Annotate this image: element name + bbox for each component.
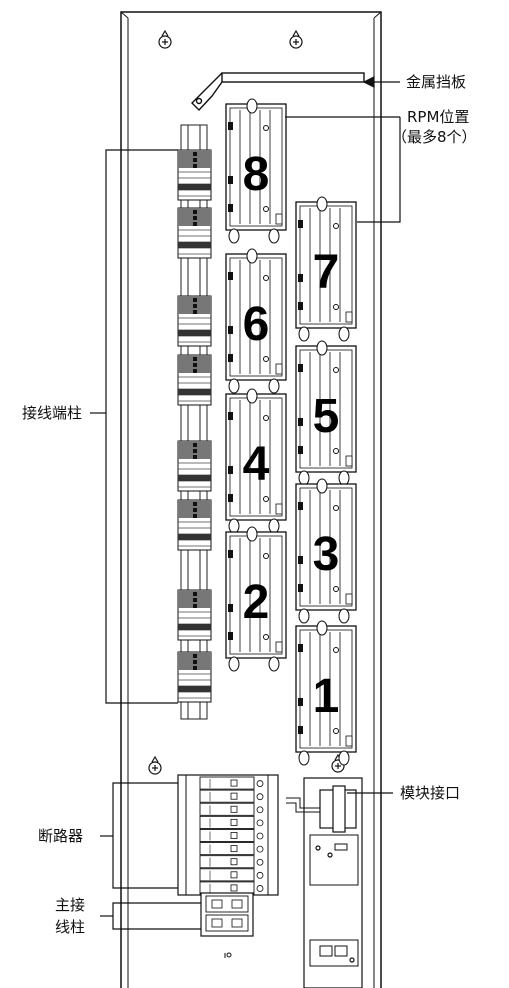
breaker	[199, 855, 264, 869]
main-terminal	[205, 914, 249, 932]
rpm-position-label: RPM位置	[407, 108, 470, 126]
metal-baffle-label: 金属挡板	[406, 73, 467, 91]
main-terminals-label-line1: 主接	[55, 896, 86, 914]
main-terminals-label-line2: 线柱	[55, 918, 86, 936]
rpm-module-number: 1	[313, 670, 340, 723]
module-interface	[286, 777, 363, 988]
rpm-module-number: 4	[243, 438, 270, 491]
terminal-block-group	[177, 651, 212, 703]
callout-lines	[90, 76, 401, 930]
rpm-module-4: 4	[225, 388, 287, 534]
breaker	[199, 881, 264, 895]
mounting-hole	[158, 29, 172, 49]
main-terminals	[200, 892, 254, 937]
terminal-block-group	[177, 440, 212, 492]
rpm-module-2: 2	[225, 526, 287, 672]
breakers-label: 断路器	[38, 827, 84, 845]
rpm-module-5: 5	[295, 340, 357, 486]
rpm-module-6: 6	[225, 248, 287, 394]
rpm-module-number: 6	[243, 298, 270, 351]
breaker	[199, 842, 264, 856]
breaker	[199, 828, 264, 843]
breaker-panel	[177, 774, 279, 896]
rpm-module-number: 8	[243, 148, 270, 201]
enclosure	[120, 11, 382, 988]
rpm-module-number: 7	[313, 246, 340, 299]
ground-symbol	[224, 952, 232, 958]
breaker	[199, 868, 264, 882]
terminal-block-group	[177, 295, 212, 347]
terminal-block-group	[177, 589, 212, 641]
metal-baffle	[191, 72, 365, 112]
mounting-hole	[289, 29, 303, 49]
mounting-hole	[331, 753, 345, 773]
terminal-posts-label: 接线端柱	[22, 404, 83, 422]
rpm-module-3: 3	[295, 478, 357, 624]
rpm-module-7: 7	[295, 196, 357, 342]
breaker	[199, 789, 264, 803]
breaker	[199, 815, 264, 829]
terminal-block-group	[177, 149, 212, 201]
rpm-module-number: 5	[313, 390, 340, 443]
mounting-hole	[148, 755, 162, 775]
rpm-module-1: 1	[295, 620, 357, 766]
rpm-module-number: 3	[313, 528, 340, 581]
module-interface-label: 模块接口	[400, 784, 461, 802]
terminal-posts	[177, 149, 212, 703]
terminal-block-group	[177, 499, 212, 551]
main-terminal	[205, 895, 249, 913]
breaker	[199, 802, 264, 816]
terminal-block-group	[177, 207, 212, 259]
breaker	[199, 776, 264, 790]
rpm-module-8: 8	[225, 98, 287, 244]
rpm-max-label: （最多8个）	[392, 128, 477, 146]
rpm-module-number: 2	[243, 576, 270, 629]
terminal-block-group	[177, 354, 212, 406]
